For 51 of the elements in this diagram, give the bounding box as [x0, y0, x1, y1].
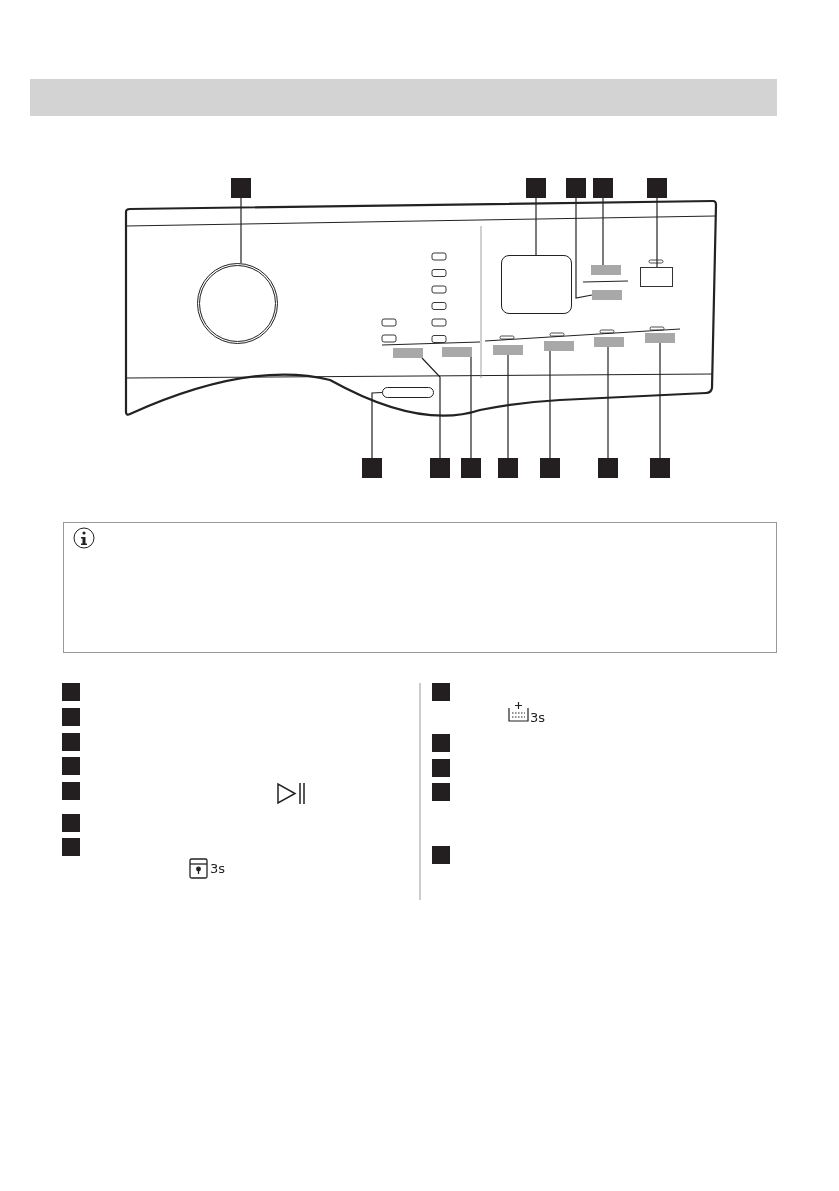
leader-line [470, 356, 472, 459]
callout-square [593, 178, 613, 198]
callout-square [62, 683, 80, 701]
callout-square [432, 734, 450, 752]
callout-square [432, 783, 450, 801]
drawer-handle [382, 387, 434, 398]
callout-square [62, 757, 80, 775]
button-label [594, 337, 624, 347]
callout-square [62, 708, 80, 726]
callout-square [461, 458, 481, 478]
leader-line [602, 197, 604, 266]
leader-line [549, 350, 551, 459]
indicator-button [640, 267, 673, 287]
leader-line [240, 197, 242, 264]
callout-square [598, 458, 618, 478]
header-bar [30, 79, 777, 116]
button-label [442, 347, 472, 357]
leader-line [575, 197, 593, 299]
callout-square [432, 846, 450, 864]
leader-line [535, 197, 537, 256]
display-screen [501, 255, 572, 314]
leader-line [507, 354, 509, 459]
callout-square [432, 759, 450, 777]
callout-square [62, 814, 80, 832]
leader-line [607, 346, 609, 459]
callout-square [362, 458, 382, 478]
leader-line [371, 391, 383, 459]
callout-square [650, 458, 670, 478]
callout-square [430, 458, 450, 478]
button-label [645, 333, 675, 343]
leader-line [659, 342, 661, 459]
callout-square [62, 782, 80, 800]
button-label [493, 345, 523, 355]
button-label [544, 341, 574, 351]
callout-square [498, 458, 518, 478]
button-label [592, 290, 622, 300]
button-label [393, 348, 423, 358]
callout-square [526, 178, 546, 198]
callout-square [540, 458, 560, 478]
duration-label: 3s [530, 711, 546, 724]
callout-square [62, 838, 80, 856]
button-label [591, 265, 621, 275]
duration-label: 3s [210, 862, 226, 875]
callout-square [432, 683, 450, 701]
leader-line [421, 357, 441, 459]
callout-square [231, 178, 251, 198]
callout-square [647, 178, 667, 198]
callout-square [62, 733, 80, 751]
leader-line [656, 197, 658, 268]
info-box [63, 522, 777, 653]
callout-square [566, 178, 586, 198]
